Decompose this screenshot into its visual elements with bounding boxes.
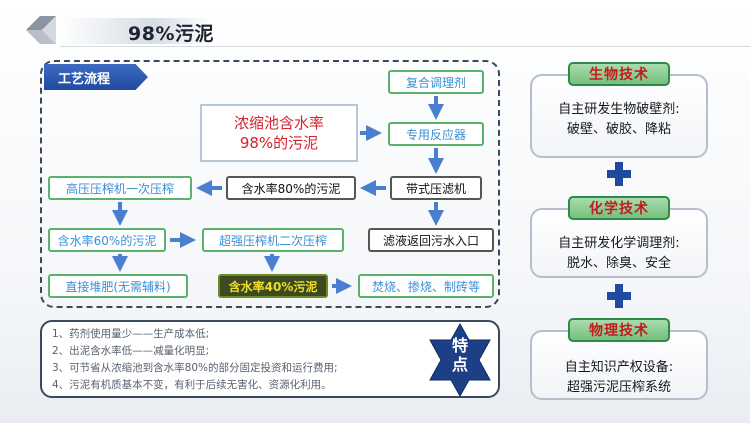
feature-item-3: 3、可节省从浓缩池到含水率80%的部分固定投资和运行费用; bbox=[52, 362, 338, 374]
star-badge-icon bbox=[429, 322, 491, 398]
high-pressure-press-box: 高压压榨机一次压榨 bbox=[48, 176, 192, 200]
features-label-text: 特点 bbox=[451, 336, 468, 374]
direct-compost-box: 直接堆肥(无需辅料) bbox=[48, 274, 188, 298]
features-box bbox=[40, 320, 500, 398]
logo-icon bbox=[26, 16, 56, 44]
process-panel bbox=[40, 60, 500, 308]
source-line-2: 98%的污泥 bbox=[239, 134, 319, 152]
tech-phys-line-1: 自主知识产权设备: bbox=[564, 360, 674, 375]
moisture-80-box: 含水率80%的污泥 bbox=[226, 176, 356, 200]
moisture-40-box: 含水率40%污泥 bbox=[218, 274, 328, 298]
dedicated-reactor-box: 专用反应器 bbox=[388, 122, 484, 146]
feature-item-4: 4、污泥有机质基本不变，有利于后续无害化、资源化利用。 bbox=[52, 379, 332, 391]
header-divider bbox=[60, 46, 750, 47]
moisture-60-box: 含水率60%的污泥 bbox=[48, 228, 166, 252]
source-sludge-box: 浓缩池含水率 98%的污泥 bbox=[200, 104, 358, 162]
tech-bio-line-2: 破壁、破胶、降粘 bbox=[566, 122, 671, 137]
tech-title-chem: 化学技术 bbox=[568, 196, 670, 220]
title-bar-decoration bbox=[62, 18, 212, 44]
feature-item-2: 2、出泥含水率低——减量化明显; bbox=[52, 345, 210, 357]
source-line-1: 浓缩池含水率 bbox=[233, 114, 324, 132]
tech-phys-line-2: 超强污泥压榨系统 bbox=[566, 380, 671, 395]
tech-title-bio: 生物技术 bbox=[568, 62, 670, 86]
super-press-box: 超强压榨机二次压榨 bbox=[202, 228, 344, 252]
tech-title-phys: 物理技术 bbox=[568, 318, 670, 342]
composite-conditioner-box: 复合调理剂 bbox=[388, 70, 484, 94]
tech-bio-line-1: 自主研发生物破壁剂: bbox=[558, 102, 680, 117]
features-label: 特点 bbox=[424, 336, 496, 374]
plus-icon bbox=[607, 162, 631, 186]
plus-icon bbox=[607, 284, 631, 308]
incineration-box: 焚烧、掺烧、制砖等 bbox=[358, 274, 494, 298]
arrow-group bbox=[112, 96, 444, 294]
belt-filter-press-box: 带式压滤机 bbox=[390, 176, 482, 200]
tech-chem-line-2: 脱水、除臭、安全 bbox=[566, 256, 671, 271]
feature-item-1: 1、药剂使用量少——生产成本低; bbox=[52, 328, 210, 340]
page-title: 98%污泥 bbox=[128, 23, 214, 45]
tech-chem-line-1: 自主研发化学调理剂: bbox=[558, 236, 680, 251]
filtrate-return-box: 滤液返回污水入口 bbox=[368, 228, 494, 252]
process-tag: 工艺流程 bbox=[44, 64, 148, 90]
